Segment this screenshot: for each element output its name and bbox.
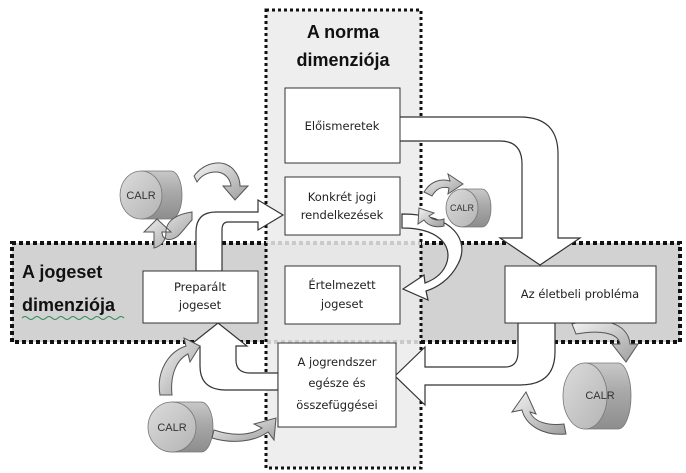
box-eletbeli-problema: Az életbeli probléma — [504, 265, 657, 324]
calr-label-4: CALR — [157, 422, 186, 434]
box-konkret-label-line1: Konkrét jogi — [308, 190, 376, 204]
box-konkret-jogi-rendelkezesek: Konkrét jogi rendelkezések — [284, 176, 401, 236]
box-jogrendszer-label-line1: A jogrendszer — [297, 355, 376, 369]
cycle-arrow-calr-1-out — [193, 162, 250, 201]
box-eloismeretek-label: Előismeretek — [305, 119, 380, 133]
box-preparalt-label-line2: jogeset — [178, 298, 222, 312]
cycle-arrow-calr-3-in — [510, 390, 567, 435]
cycle-arrow-calr-2-in — [417, 207, 445, 228]
case-dimension-title-line1: A jogeset — [22, 262, 102, 282]
arrow-konkret-to-ertelmezett — [401, 213, 463, 302]
box-eloismeretek: Előismeretek — [284, 87, 401, 164]
calr-database-4: CALR — [147, 401, 214, 453]
box-eletbeli-label: Az életbeli probléma — [521, 287, 639, 301]
calr-database-3: CALR — [562, 362, 632, 430]
cycle-arrow-calr-1-in — [142, 211, 193, 249]
norm-dimension-title-line2: dimenziója — [296, 50, 390, 70]
calr-database-2: CALR — [445, 188, 492, 228]
calr-label-3: CALR — [585, 390, 614, 402]
spellcheck-underline — [21, 316, 125, 320]
box-preparalt-label-line1: Preparált — [174, 280, 227, 294]
box-ertelmezett-label-line2: jogeset — [320, 297, 364, 311]
box-ertelmezett-jogeset: Értelmezett jogeset — [284, 265, 401, 325]
box-jogrendszer-label-line3: összefüggései — [296, 398, 377, 412]
box-konkret-label-line2: rendelkezések — [301, 208, 384, 222]
calr-label-1: CALR — [126, 190, 155, 202]
cycle-arrow-calr-4-in — [211, 417, 277, 442]
case-dimension-title-line2: dimenziója — [22, 295, 116, 315]
calr-database-1: CALR — [119, 170, 183, 220]
norm-dimension-title-line1: A norma — [307, 22, 380, 42]
box-jogrendszer: A jogrendszer egésze és összefüggései — [277, 342, 397, 428]
box-ertelmezett-label-line1: Értelmezett — [308, 277, 376, 292]
arrow-eletbeli-to-jogrendszer — [394, 322, 556, 407]
cycle-arrow-calr-4-out — [158, 337, 201, 396]
arrow-eloismeretek-to-eletbeli — [397, 116, 582, 266]
arrow-jogrendszer-to-preparalt — [187, 322, 279, 391]
box-jogrendszer-label-line2: egésze és — [308, 376, 365, 390]
calr-label-2: CALR — [450, 203, 475, 213]
cycle-arrow-calr-2-out — [423, 172, 464, 197]
box-preparalt-jogeset: Preparált jogeset — [142, 270, 259, 324]
arrow-preparalt-to-konkret — [195, 198, 285, 272]
